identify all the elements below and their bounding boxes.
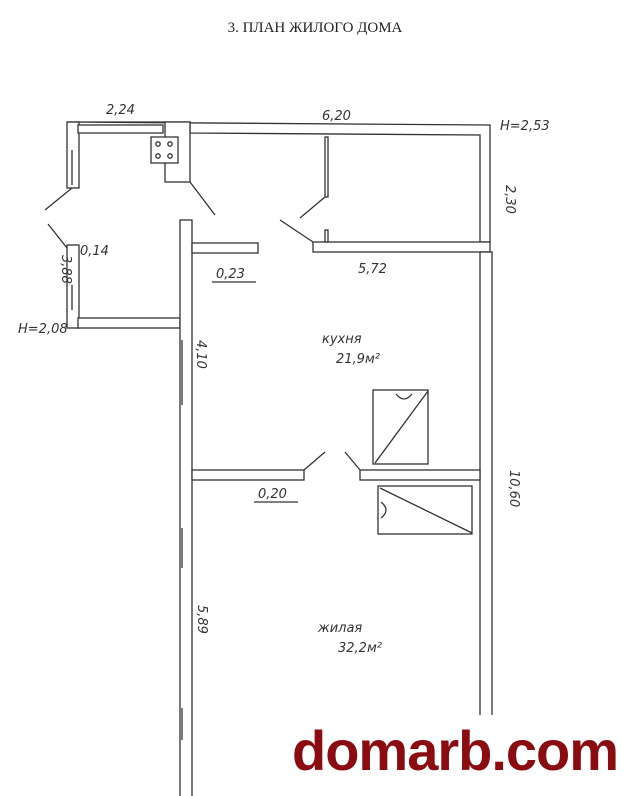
dimension-labels: 2,24 6,20 H=2,53 2,30 3,88 0,14 H=2,08 0… [18,103,550,634]
stove-icon [150,136,179,164]
svg-text:6,20: 6,20 [322,109,351,124]
svg-text:0,23: 0,23 [216,267,245,282]
walls [66,121,493,796]
kitchen-name: кухня [322,332,362,347]
watermark-logo: domarb.com [292,719,619,782]
living-name: жилая [317,621,362,636]
bed-icon [372,389,429,465]
svg-text:0,14: 0,14 [80,244,109,259]
svg-text:0,20: 0,20 [258,487,287,502]
svg-text:4,10: 4,10 [193,340,208,369]
watermark-background [285,715,630,796]
doors [44,181,361,471]
room-labels: кухня 21,9м² жилая 32,2м² [317,332,382,656]
svg-text:10,60: 10,60 [506,470,521,507]
svg-text:5,89: 5,89 [194,605,209,634]
svg-text:2,24: 2,24 [106,103,135,118]
plan-title: 3. ПЛАН ЖИЛОГО ДОМА [227,20,403,36]
svg-text:H=2,08: H=2,08 [18,322,68,337]
bed-icon [377,485,473,535]
svg-text:3,88: 3,88 [58,255,73,284]
svg-text:H=2,53: H=2,53 [500,119,550,134]
svg-text:5,72: 5,72 [358,262,387,277]
kitchen-area: 21,9м² [336,352,380,367]
living-area: 32,2м² [338,641,382,656]
svg-text:2,30: 2,30 [502,185,517,214]
